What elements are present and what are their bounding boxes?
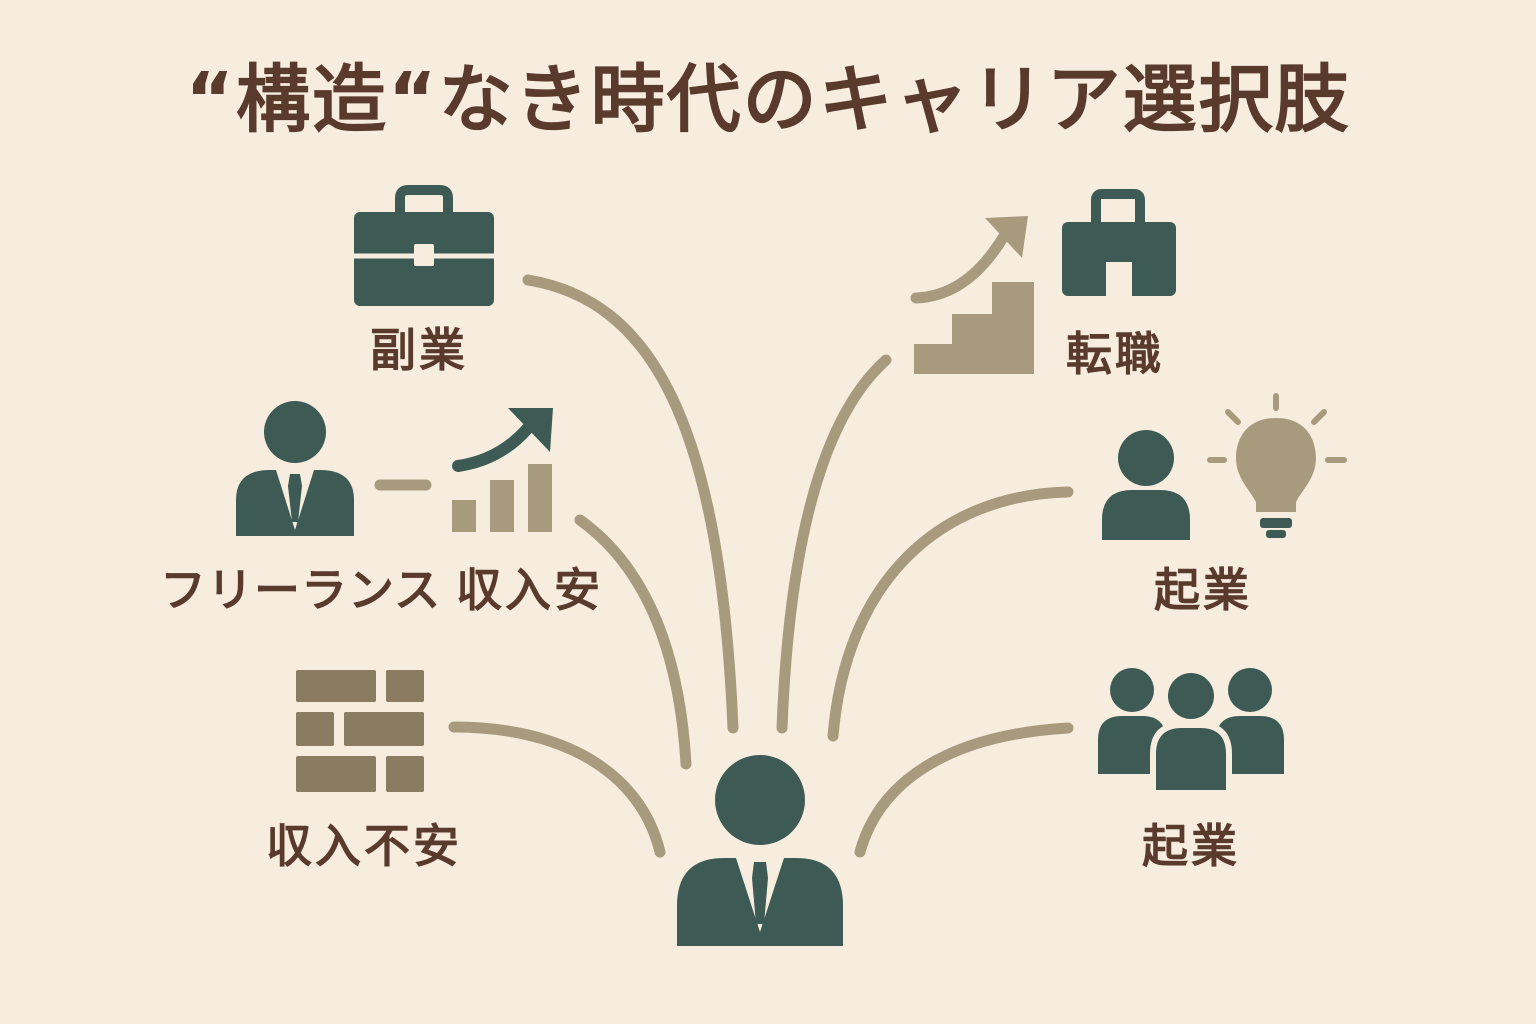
label-freelance: フリーランス [160,563,442,617]
connector-income-anxiety [448,721,666,858]
label-side-job: 副業 [370,323,468,377]
person-tie-icon [236,401,354,536]
businessperson-icon [677,755,843,946]
label-job-change: 転職 [1066,327,1164,381]
connector-lines [374,274,1074,858]
label-startup-1: 起業 [1154,563,1252,617]
connector-side-job [522,274,739,734]
stairs-arrow-icon [910,216,1034,374]
growth-chart-icon [452,408,553,532]
lightbulb-icon [1207,393,1347,538]
label-income-stable: 収入安 [456,563,603,617]
office-bag-icon [1062,189,1176,296]
label-startup-2: 起業 [1142,819,1240,873]
connector-startup-1 [827,486,1074,742]
connector-startup-2 [854,722,1074,858]
connector-income-stable [574,514,692,770]
person-icon [1102,430,1190,540]
page-title: “構造“なき時代のキャリア選択肢 [185,57,1351,143]
group-icon [1098,668,1284,792]
brick-wall-icon [296,670,424,792]
connector-job-change [776,354,892,734]
label-income-anxiety: 収入不安 [266,819,462,873]
briefcase-icon [354,185,494,306]
